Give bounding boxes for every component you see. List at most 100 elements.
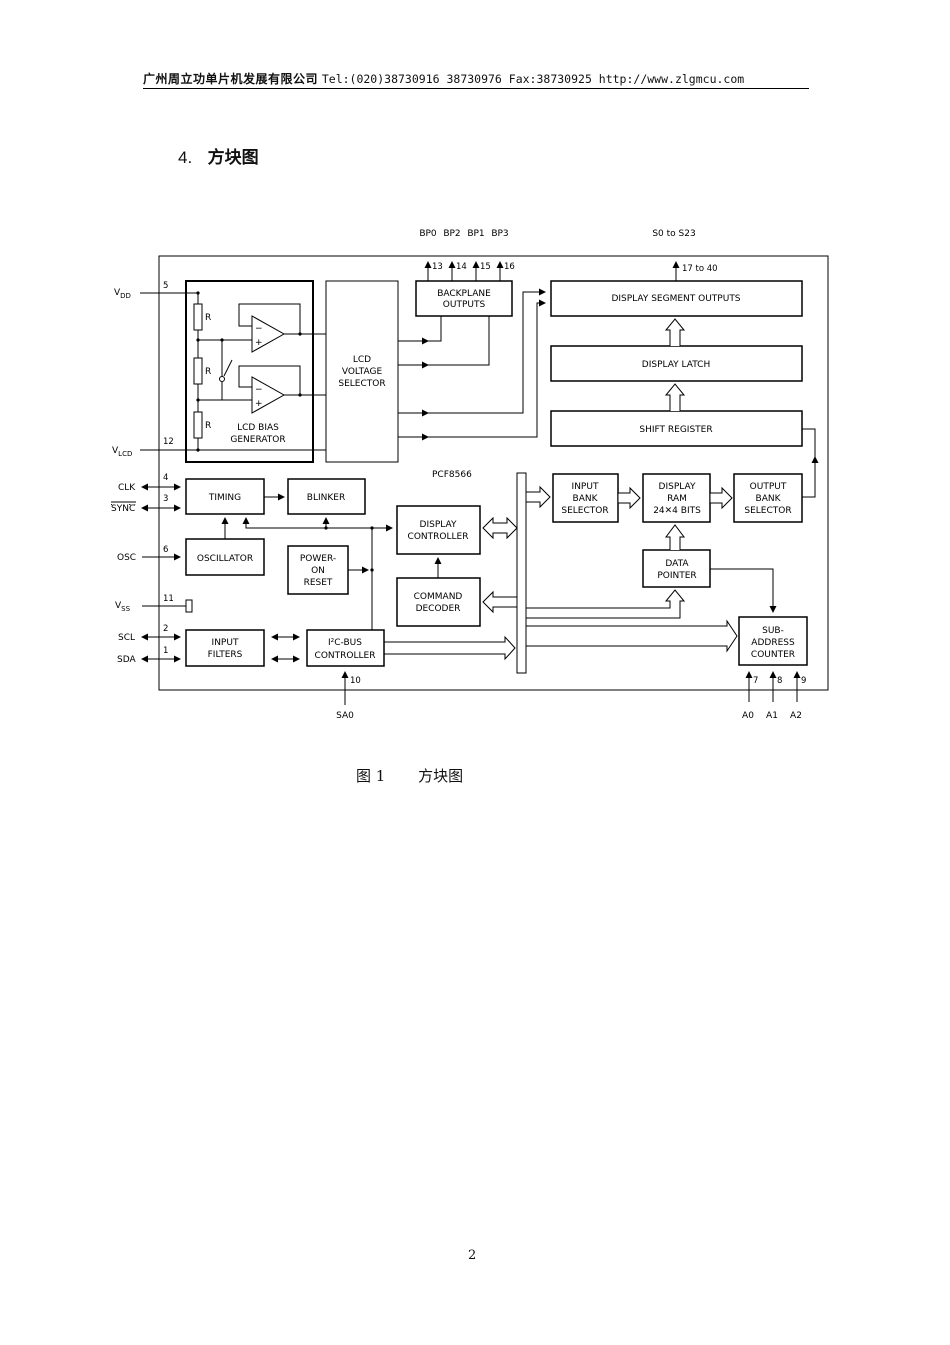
sac-label-2: ADDRESS [751, 638, 795, 648]
svg-text:BP2: BP2 [443, 229, 460, 239]
svg-text:4: 4 [163, 473, 168, 483]
svg-text:2: 2 [163, 624, 168, 634]
por-label-2: ON [311, 566, 325, 576]
blinker-label: BLINKER [307, 493, 345, 503]
shift-register-label: SHIFT REGISTER [639, 425, 712, 435]
sa0-pin-num: 10 [350, 676, 361, 686]
timing-block [185, 478, 265, 515]
por-label-3: RESET [304, 578, 333, 588]
chip-name: PCF8566 [432, 470, 472, 480]
svg-text:1: 1 [163, 646, 168, 656]
internal-data-bus [516, 472, 527, 674]
i2c-bus-controller [306, 629, 385, 667]
display-controller-label-2: CONTROLLER [408, 532, 469, 542]
svg-text:VLCD: VLCD [112, 446, 132, 458]
filters-label-2: FILTERS [208, 650, 243, 660]
segments-pin-num: 17 to 40 [682, 264, 718, 274]
bias-label-2: GENERATOR [230, 435, 285, 445]
svg-text:VSS: VSS [115, 601, 131, 613]
sa0-pin-name: SA0 [336, 711, 354, 721]
svg-text:−: − [255, 324, 263, 334]
bus-to-decoder-arrow [482, 590, 518, 614]
section-title: 方块图 [207, 148, 259, 168]
svg-text:+: + [255, 338, 263, 348]
pointer-to-ram-arrow [665, 524, 685, 550]
bias-label-1: LCD BIAS [237, 423, 279, 433]
data-pointer [642, 549, 711, 588]
ibs-label-1: INPUT [572, 482, 599, 492]
svg-text:VDD: VDD [114, 288, 131, 300]
svg-text:BP3: BP3 [491, 229, 508, 239]
data-pointer-label-1: DATA [665, 559, 689, 569]
resistor-label-3: R [205, 421, 211, 431]
shift-register [550, 410, 803, 447]
a2-pin-name: A2 [790, 711, 802, 721]
obs-label-1: OUTPUT [750, 482, 787, 492]
sac-label-1: SUB- [762, 626, 784, 636]
oscillator-label: OSCILLATOR [197, 554, 253, 564]
power-on-reset-block [287, 545, 349, 595]
pin-sync: SYNC 3 [111, 494, 181, 514]
figure-caption: 图 1 方块图 [356, 765, 463, 786]
section-number: 4. [178, 148, 193, 167]
display-controller [396, 505, 481, 555]
figure-number: 图 1 [356, 767, 386, 785]
svg-text:SYNC: SYNC [111, 504, 135, 514]
bus-to-data-pointer-arrow [525, 589, 686, 619]
svg-text:13: 13 [432, 262, 443, 272]
obs-label-3: SELECTOR [744, 506, 791, 516]
backplane-label-2: OUTPUTS [443, 300, 486, 310]
controller-bus-arrow [482, 516, 518, 540]
backplane-label-1: BACKPLANE [437, 289, 491, 299]
segments-pin-name: S0 to S23 [652, 229, 695, 239]
ibs-label-3: SELECTOR [561, 506, 608, 516]
shift-to-latch-arrow [664, 383, 686, 411]
a0-pin-num: 7 [753, 676, 758, 686]
svg-text:−: − [255, 385, 263, 395]
svg-text:15: 15 [480, 262, 491, 272]
a1-pin-num: 8 [777, 676, 782, 686]
section-heading: 4. 方块图 [178, 143, 259, 168]
vsel-label-2: VOLTAGE [342, 367, 383, 377]
svg-text:12: 12 [163, 437, 174, 447]
page-number: 2 [468, 1248, 477, 1263]
pin-scl: SCL 2 [118, 624, 181, 643]
figure-title: 方块图 [418, 767, 464, 785]
command-decoder-label-2: DECODER [416, 604, 461, 614]
pin-sda: SDA 1 [117, 646, 181, 665]
block-diagram: PCF8566 R R R −+ −+ LCD BIAS GENERATOR [111, 229, 829, 721]
bus-to-subaddress-arrow [525, 619, 738, 653]
svg-text:BP1: BP1 [467, 229, 484, 239]
timing-label: TIMING [208, 493, 241, 503]
display-ram [642, 473, 711, 523]
segment-outputs-label: DISPLAY SEGMENT OUTPUTS [611, 294, 740, 304]
lcd-voltage-selector [325, 280, 399, 463]
resistor-label-1: R [205, 313, 211, 323]
svg-text:11: 11 [163, 594, 174, 604]
latch-to-outputs-arrow [664, 318, 686, 346]
display-latch [550, 345, 803, 382]
ram-label-2: RAM [667, 494, 687, 504]
sac-label-3: COUNTER [751, 650, 795, 660]
svg-text:BP0: BP0 [419, 229, 437, 239]
backplane-outputs [415, 280, 513, 317]
ram-to-obs-arrow [709, 486, 733, 510]
svg-text:14: 14 [456, 262, 467, 272]
svg-text:OSC: OSC [117, 553, 136, 563]
svg-text:16: 16 [504, 262, 515, 272]
i2c-label-1: I²C-BUS [328, 638, 362, 648]
sub-address-counter [738, 616, 808, 666]
input-bank-selector [552, 473, 619, 523]
pin-osc: OSC 6 [117, 545, 181, 563]
input-filters [185, 629, 265, 667]
output-bank-selector [733, 473, 803, 523]
svg-text:SDA: SDA [117, 655, 136, 665]
pin-vdd: VDD 5 [114, 281, 198, 300]
svg-text:CLK: CLK [118, 483, 136, 493]
blinker-block [287, 478, 366, 515]
resistor-label-2: R [205, 367, 211, 377]
filters-label-1: INPUT [212, 638, 239, 648]
vsel-label-1: LCD [353, 355, 371, 365]
i2c-label-2: CONTROLLER [315, 651, 376, 661]
obs-label-2: BANK [756, 494, 782, 504]
